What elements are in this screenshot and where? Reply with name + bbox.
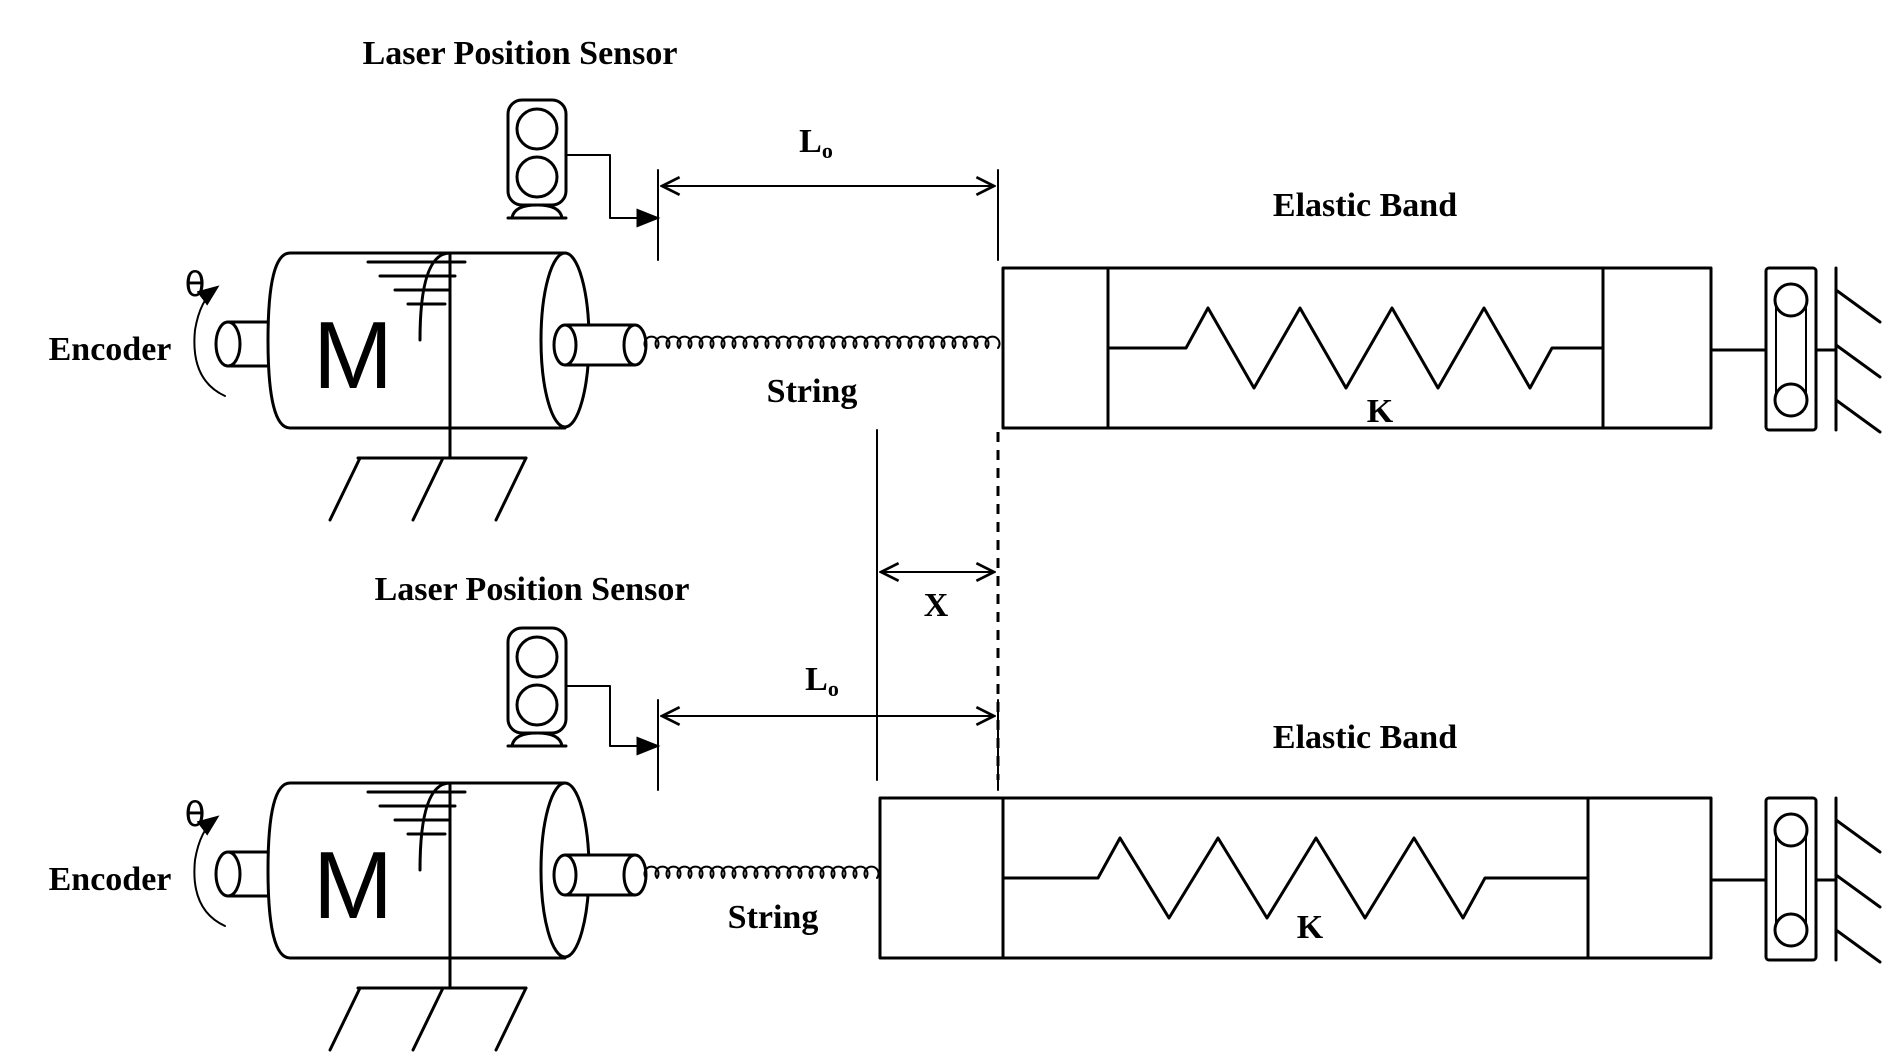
length-dimension-bottom: Lo [657, 661, 999, 791]
laser-sensor-top: Laser Position Sensor [363, 35, 678, 228]
spring-constant-label-bottom: K [1297, 909, 1324, 946]
theta-label-bottom: θ [185, 795, 206, 835]
motor-top: M [266, 251, 648, 522]
displacement-dimension: X [876, 429, 1000, 781]
encoder-bottom: Encoder θ [49, 795, 282, 927]
elastic-band-top: Elastic Band K [1001, 187, 1882, 434]
bottom-assembly: Laser Position Sensor Lo Encoder θ [49, 571, 1882, 1052]
spring-constant-label-top: K [1367, 393, 1394, 430]
displacement-label: X [924, 587, 949, 624]
length-label-top: Lo [799, 123, 833, 163]
string-top: String [643, 335, 1001, 410]
laser-sensor-label-bottom: Laser Position Sensor [375, 571, 690, 608]
string-label-top: String [767, 373, 858, 410]
motor-label-bottom: M [313, 832, 393, 939]
elastic-band-bottom: Elastic Band K [878, 719, 1882, 964]
elastic-band-label-bottom: Elastic Band [1273, 719, 1457, 756]
elastic-band-label-top: Elastic Band [1273, 187, 1457, 224]
string-bottom: String [643, 865, 880, 936]
encoder-label-bottom: Encoder [49, 861, 172, 898]
motor-bottom: M [266, 781, 648, 1052]
top-assembly: Laser Position Sensor Lo Encoder θ [49, 35, 1882, 522]
theta-label-top: θ [185, 265, 206, 305]
encoder-label-top: Encoder [49, 331, 172, 368]
motor-label-top: M [313, 302, 393, 409]
laser-sensor-label-top: Laser Position Sensor [363, 35, 678, 72]
length-dimension-top: Lo [657, 123, 999, 261]
length-label-bottom: Lo [805, 661, 839, 701]
laser-sensor-bottom: Laser Position Sensor [375, 571, 690, 756]
encoder-top: Encoder θ [49, 265, 282, 397]
string-label-bottom: String [728, 899, 819, 936]
